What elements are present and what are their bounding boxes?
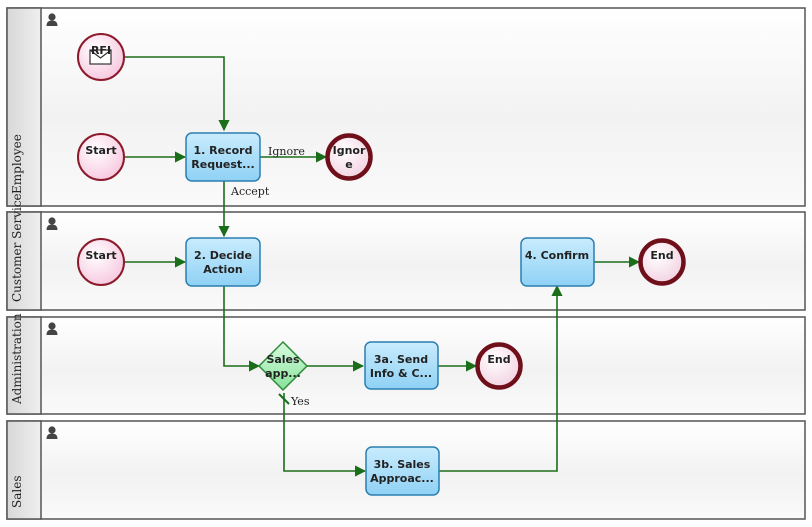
task-record-request[interactable]: 1. Record Request...	[185, 132, 261, 182]
task-label-line2: Action	[203, 263, 242, 276]
end-event-administration[interactable]: End	[475, 342, 523, 390]
default-flow-marker	[278, 393, 290, 405]
task-sales-approach[interactable]: 3b. Sales Approac...	[365, 446, 440, 496]
flow-rfi-to-record[interactable]	[125, 56, 230, 132]
gateway-label-line1: Sales	[266, 353, 300, 366]
task-label: 4. Confirm	[525, 249, 589, 262]
gateway-label-line2: app...	[265, 367, 301, 380]
lane-label-administration: Administration	[10, 313, 24, 405]
lane-label-employee: Employee	[10, 134, 24, 194]
flow-sales-to-confirm[interactable]	[438, 284, 563, 472]
task-label-line1: 1. Record	[194, 144, 253, 157]
task-confirm[interactable]: 4. Confirm	[520, 237, 595, 287]
lane-customer-service[interactable]: Customer Service	[6, 193, 806, 311]
task-label-line1: 3a. Send	[374, 353, 428, 366]
rfi-label: RFI	[91, 44, 111, 57]
flow-gateway-to-sales[interactable]	[283, 393, 367, 477]
task-send-info[interactable]: 3a. Send Info & C...	[364, 341, 439, 390]
edge-label-accept: Accept	[230, 185, 270, 198]
edge-label-ignore: Ignore	[268, 145, 305, 158]
flow-decide-to-gateway[interactable]	[223, 286, 261, 372]
start-event-employee[interactable]: Start	[77, 133, 125, 181]
end-label-line2: e	[345, 158, 352, 171]
start-event-customer-service[interactable]: Start	[77, 238, 125, 286]
lane-label-customer-service: Customer Service	[10, 193, 24, 302]
gateway-sales-approval[interactable]: Sales app...	[257, 340, 309, 392]
task-label-line1: 2. Decide	[194, 249, 252, 262]
envelope-flap	[89, 49, 112, 59]
end-event-ignore[interactable]: Ignor e	[325, 133, 373, 181]
task-decide-action[interactable]: 2. Decide Action	[185, 237, 261, 287]
rfi-message-start-event[interactable]: RFI	[77, 33, 125, 81]
task-label-line2: Approac...	[370, 472, 434, 485]
task-label-line1: 3b. Sales	[374, 458, 431, 471]
lane-employee[interactable]: Employee	[6, 7, 806, 207]
edge-label-yes: Yes	[290, 395, 310, 408]
end-label-line1: Ignor	[333, 144, 366, 157]
task-label-line2: Info & C...	[370, 367, 432, 380]
end-label: End	[487, 353, 510, 366]
end-event-customer-service[interactable]: End	[638, 238, 686, 286]
lane-label-sales: Sales	[10, 476, 24, 508]
start-label: Start	[85, 144, 116, 157]
end-label: End	[650, 249, 673, 262]
task-label-line2: Request...	[191, 158, 254, 171]
start-label: Start	[85, 249, 116, 262]
